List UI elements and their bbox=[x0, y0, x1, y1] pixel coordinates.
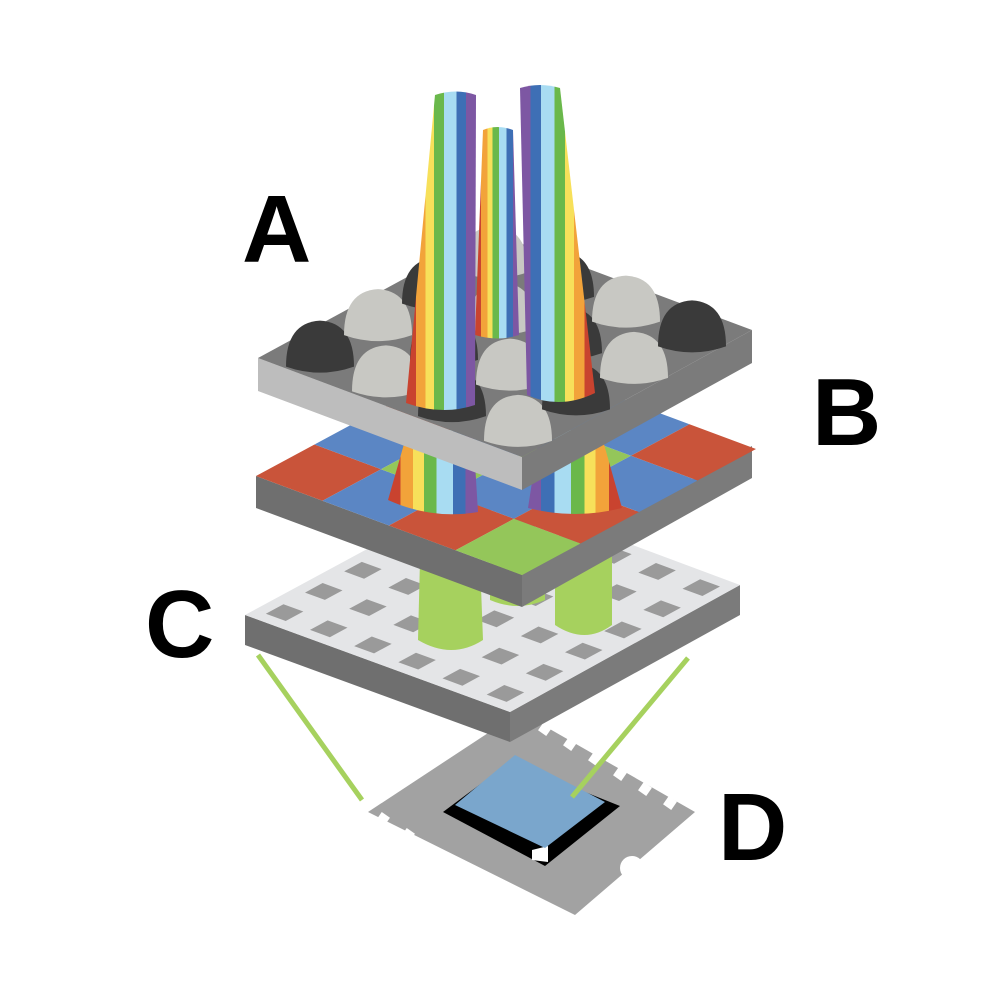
image-sensor-chip bbox=[368, 712, 695, 915]
light-beam-center bbox=[475, 127, 519, 339]
photodiode-pixel bbox=[525, 663, 564, 681]
filter-tile bbox=[455, 518, 581, 575]
photodiode-plate-side-right bbox=[510, 585, 740, 742]
photodiode-pixel bbox=[388, 578, 426, 595]
filter-plate-side-right bbox=[522, 446, 752, 607]
filter-plate-side-left bbox=[256, 476, 522, 607]
photodiode-pixel bbox=[442, 668, 480, 686]
photodiode-pixel bbox=[565, 642, 603, 660]
microlens bbox=[484, 394, 552, 447]
photodiode-pixel bbox=[398, 652, 436, 670]
microlens bbox=[352, 345, 420, 398]
photodiode-pixel bbox=[349, 599, 387, 617]
photodiode-pixel bbox=[638, 563, 676, 580]
connector-line-right bbox=[570, 656, 690, 799]
photodiode-pixel bbox=[682, 579, 720, 597]
photodiode-pixel bbox=[354, 636, 392, 654]
chip-die-edge bbox=[532, 846, 548, 862]
label-d: D bbox=[718, 774, 787, 881]
microlens bbox=[658, 300, 726, 353]
filter-tile bbox=[256, 444, 381, 501]
photodiode-plate-side-left bbox=[245, 615, 510, 742]
photodiode-pixel bbox=[486, 685, 525, 702]
photodiode-pixel bbox=[604, 621, 642, 639]
photodiode-pixel bbox=[344, 561, 382, 579]
photodiode-pixel bbox=[265, 604, 304, 622]
chip-package-notches bbox=[376, 722, 677, 904]
microlens bbox=[600, 331, 668, 384]
light-beam-left bbox=[406, 91, 476, 411]
label-a: A bbox=[242, 176, 311, 283]
microlens bbox=[344, 289, 412, 342]
filter-tile bbox=[631, 424, 756, 481]
microlens bbox=[286, 320, 354, 373]
microlens-plate-side-right bbox=[522, 330, 752, 490]
photodiode-pixel bbox=[520, 626, 559, 644]
photodiode-pixel bbox=[305, 583, 343, 600]
photodiode-pixel bbox=[643, 600, 681, 618]
light-beam-right bbox=[520, 85, 595, 403]
chip-die bbox=[455, 755, 605, 848]
label-b: B bbox=[812, 359, 881, 466]
photodiode-pixel bbox=[481, 647, 520, 665]
microlens bbox=[592, 275, 660, 328]
filter-tile bbox=[389, 494, 514, 551]
connector-line-left bbox=[255, 653, 365, 802]
light-beams-upper bbox=[406, 85, 595, 411]
label-c: C bbox=[145, 571, 214, 678]
microlens-plate-side-left bbox=[258, 358, 522, 490]
photodiode-pixel bbox=[476, 610, 515, 628]
photodiode-pixel bbox=[310, 620, 348, 638]
